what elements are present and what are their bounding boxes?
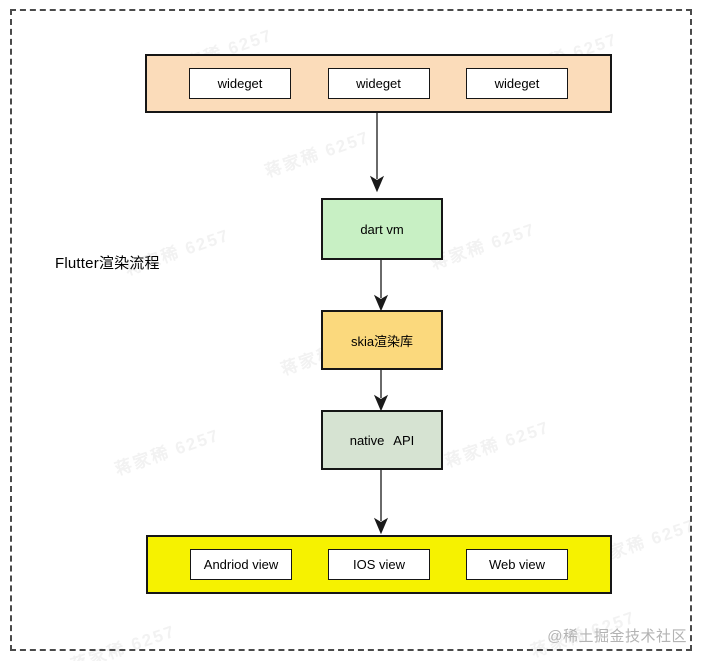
flow-arrow-dartvm-to-skia (373, 260, 389, 312)
widget-box: wideget (189, 68, 291, 99)
node-dart-vm: dart vm (321, 198, 443, 260)
node-native-api-label: native API (349, 432, 415, 448)
flow-arrow-native-to-platforms (373, 470, 389, 535)
diagram-title: Flutter渲染流程 (55, 255, 160, 272)
platform-box-web: Web view (466, 549, 568, 580)
node-native-api: native API (321, 410, 443, 470)
watermark-text: 蒋家稀 6257 (262, 127, 373, 182)
platform-box-android: Andriod view (190, 549, 292, 580)
node-dart-vm-label: dart vm (360, 221, 404, 237)
platform-box-ios: IOS view (328, 549, 430, 580)
watermark-text: 蒋家稀 6257 (442, 417, 553, 472)
widget-box: wideget (327, 68, 430, 99)
node-skia: skia渲染库 (321, 310, 443, 370)
flow-arrow-widgets-to-dartvm (369, 113, 385, 193)
node-skia-label: skia渲染库 (350, 333, 414, 349)
watermark-text: 蒋家稀 6257 (428, 219, 539, 274)
platform-layer-container: Andriod view IOS view Web view (146, 535, 612, 594)
widget-layer-container: wideget wideget wideget (145, 54, 612, 113)
community-credit: @稀土掘金技术社区 (547, 628, 687, 645)
watermark-text: 蒋家稀 6257 (112, 425, 223, 480)
watermark-text: 蒋家稀 6257 (68, 621, 179, 661)
flow-arrow-skia-to-native (373, 370, 389, 412)
widget-box: wideget (466, 68, 568, 99)
